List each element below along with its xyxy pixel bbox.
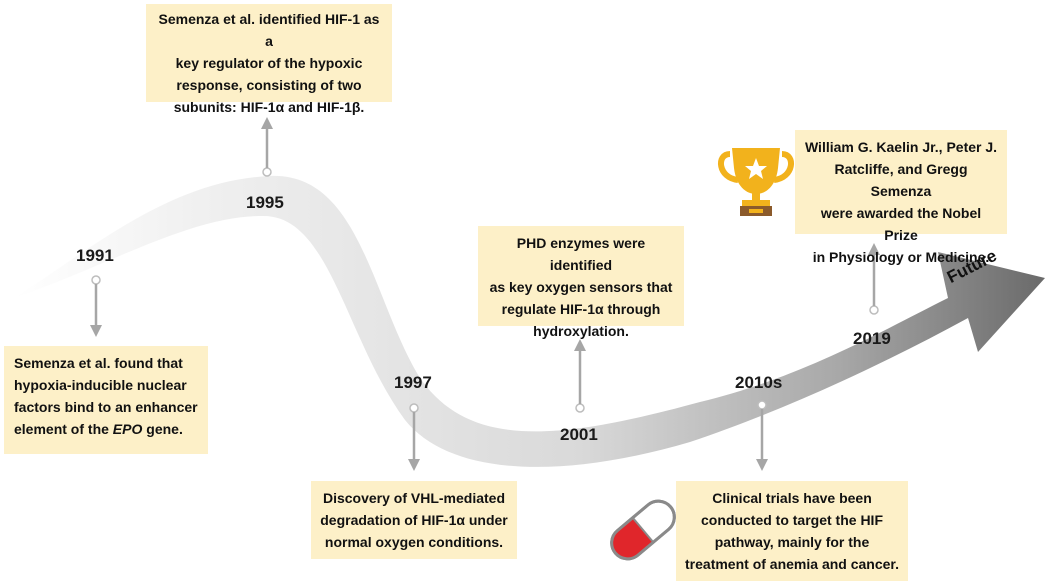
year-2010s: 2010s (735, 373, 783, 392)
connector-1997 (408, 403, 420, 471)
year-2019: 2019 (853, 329, 891, 348)
milestone-1997-line-3: normal oxygen conditions. (324, 534, 504, 550)
milestone-1997-line-2: degradation of HIF-1α under (320, 512, 508, 528)
milestone-box-1991: Semenza et al. found that hypoxia-induci… (4, 346, 208, 454)
milestone-2001-line-4: hydroxylation. (533, 323, 629, 339)
milestone-2010s-line-4: treatment of anemia and cancer. (685, 556, 899, 572)
milestone-1991-line-2: hypoxia-inducible nuclear (14, 377, 187, 393)
epo-gene-name: EPO (112, 421, 143, 437)
year-1995: 1995 (246, 193, 284, 212)
connector-1991 (90, 275, 102, 337)
milestone-2001-line-3: regulate HIF-1α through (501, 301, 661, 317)
milestone-2019-line-4: in Physiology or Medicine. (812, 249, 990, 265)
milestone-2001-line-1: PHD enzymes were identified (516, 235, 646, 273)
milestone-2019-line-3: were awarded the Nobel Prize (820, 205, 982, 243)
milestone-2001-line-2: as key oxygen sensors that (489, 279, 673, 295)
capsule-icon (610, 499, 676, 561)
milestone-box-1995: Semenza et al. identified HIF-1 as a key… (146, 4, 392, 115)
milestone-2010s-line-1: Clinical trials have been (712, 490, 872, 506)
milestone-1995-line-4: subunits: HIF-1α and HIF-1β. (173, 99, 365, 115)
trophy-icon (718, 148, 794, 216)
connector-1995 (261, 117, 273, 177)
milestone-box-1997: Discovery of VHL-mediated degradation of… (311, 481, 517, 559)
milestone-2019-line-1: William G. Kaelin Jr., Peter J. (804, 139, 998, 155)
connector-2010s (756, 400, 768, 471)
milestone-2010s-line-3: pathway, mainly for the (714, 534, 870, 550)
milestone-2019-line-2: Ratcliffe, and Gregg Semenza (834, 161, 968, 199)
milestone-1991-line-3: factors bind to an enhancer (14, 399, 198, 415)
year-1991: 1991 (76, 246, 114, 265)
milestone-1991-line-4-tail: gene. (142, 421, 183, 437)
milestone-1991-line-4-head: element of the (14, 421, 113, 437)
milestone-1995-line-3: response, consisting of two (176, 77, 362, 93)
milestone-1997-line-1: Discovery of VHL-mediated (322, 490, 506, 506)
milestone-box-2001: PHD enzymes were identified as key oxyge… (478, 226, 684, 339)
year-2001: 2001 (560, 425, 598, 444)
milestone-box-2019: William G. Kaelin Jr., Peter J. Ratcliff… (795, 130, 1007, 265)
milestone-1995-line-2: key regulator of the hypoxic (175, 55, 363, 71)
connector-2001 (574, 339, 586, 413)
timeline-arrow (14, 175, 1045, 467)
milestone-box-2010s: Clinical trials have been conducted to t… (676, 481, 908, 581)
milestone-1995-line-1: Semenza et al. identified HIF-1 as a (158, 11, 380, 49)
connector-2019 (868, 243, 880, 315)
year-1997: 1997 (394, 373, 432, 392)
milestone-1991-line-4: element of the EPO gene. (14, 418, 200, 440)
milestone-2010s-line-2: conducted to target the HIF (701, 512, 883, 528)
milestone-1991-line-1: Semenza et al. found that (14, 355, 183, 371)
